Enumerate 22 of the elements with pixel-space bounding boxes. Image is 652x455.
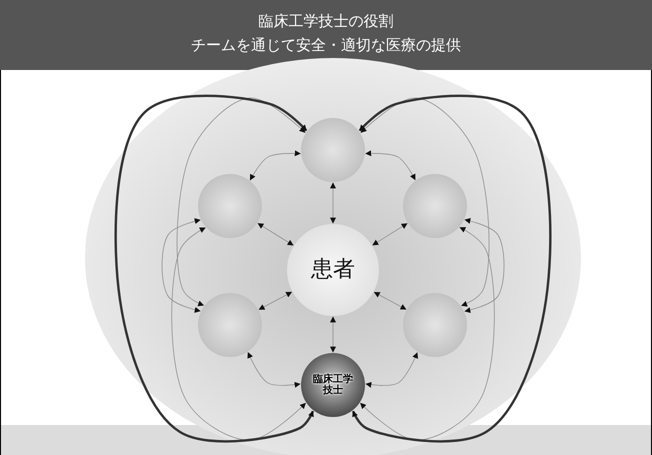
arrow — [114, 94, 314, 442]
arrow — [464, 218, 504, 313]
node-label: 臨床工学技士 — [312, 374, 354, 396]
arrow — [374, 292, 406, 310]
arrow — [352, 94, 552, 442]
node-label: 患者 — [311, 257, 355, 283]
arrow — [330, 316, 336, 353]
subtitle: チームを通じて安全・適切な医療の提供 — [190, 36, 462, 55]
arrow — [365, 352, 418, 388]
arrow — [176, 98, 306, 306]
arrow — [360, 98, 490, 307]
title: 臨床工学技士の役割 — [258, 12, 394, 31]
arrow — [360, 227, 495, 440]
arrow — [330, 182, 336, 224]
arrow — [162, 218, 201, 313]
arrow — [258, 223, 294, 246]
arrow — [372, 223, 408, 246]
arrow — [365, 150, 416, 180]
arrow — [171, 227, 306, 440]
arrow — [250, 150, 301, 180]
arrow — [248, 352, 301, 388]
arrow — [258, 292, 292, 310]
